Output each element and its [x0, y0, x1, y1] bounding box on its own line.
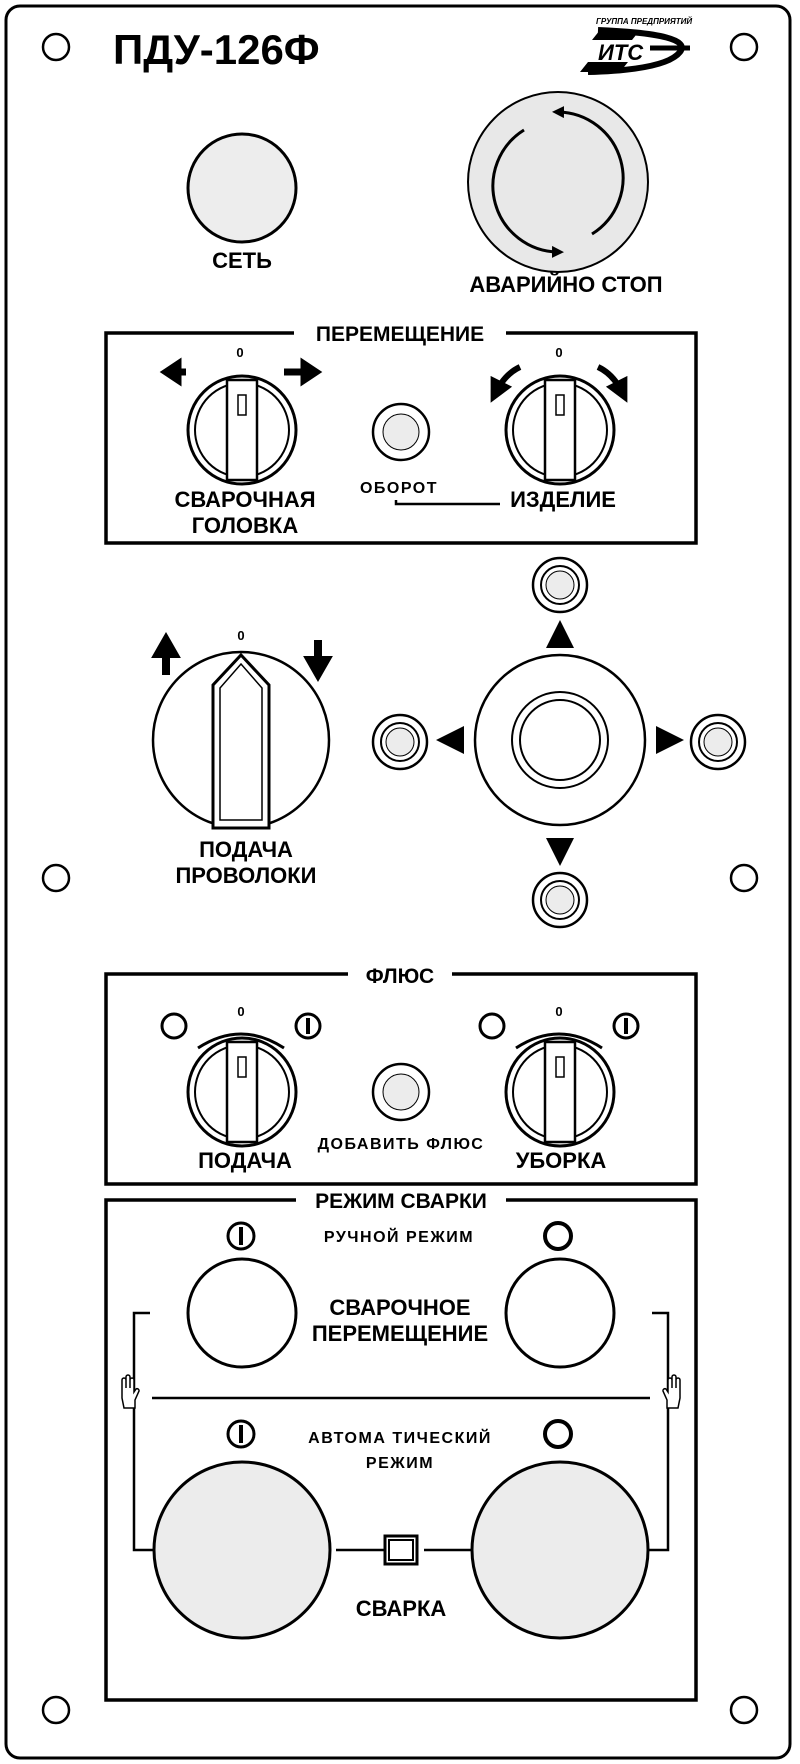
zero-mark: 0 — [555, 345, 562, 360]
zero-mark: 0 — [555, 1004, 562, 1019]
welding-travel-label-1: СВАРОЧНОЕ — [329, 1295, 470, 1320]
up-indicator-lamp — [531, 556, 589, 614]
twist-arrow-icon — [491, 128, 564, 258]
welding-mode-section: РЕЖИМ СВАРКИ РУЧНОЙ РЕЖИМ СВАРОЧНОЕ ПЕРЕ… — [104, 1186, 698, 1702]
arrow-up-icon — [151, 631, 181, 675]
panel-border — [4, 4, 792, 1760]
right-indicator-lamp — [689, 713, 747, 771]
wire-feed-label-1: ПОДАЧА — [199, 837, 293, 862]
add-flux-label: ДОБАВИТЬ ФЛЮС — [318, 1136, 485, 1153]
flux-title: ФЛЮС — [366, 965, 434, 988]
connector-line — [132, 1311, 160, 1552]
wire-feed-selector[interactable] — [151, 650, 331, 830]
workpiece-label: ИЗДЕЛИЕ — [510, 487, 616, 512]
twist-arrow-icon — [552, 106, 625, 236]
triangle-up-icon — [546, 620, 574, 648]
travel-stop-button[interactable] — [504, 1257, 616, 1369]
power-label: СЕТЬ — [212, 248, 272, 273]
weld-label: СВАРКА — [356, 1596, 447, 1621]
zero-mark: 0 — [237, 1004, 244, 1019]
add-flux-lamp — [371, 1062, 431, 1122]
on-symbol-icon — [294, 1012, 322, 1040]
rotation-lamp — [371, 402, 431, 462]
mounting-hole-icon — [41, 863, 71, 893]
mounting-hole-icon — [729, 32, 759, 62]
logo-tagline: ГРУППА ПРЕДПРИЯТИЙ — [596, 17, 692, 26]
mounting-hole-icon — [729, 1695, 759, 1725]
hand-icon — [121, 1374, 140, 1409]
flux-removal-label: УБОРКА — [516, 1148, 607, 1173]
zero-mark: 0 — [237, 628, 244, 643]
triangle-right-icon — [656, 726, 684, 754]
joystick[interactable] — [473, 653, 647, 827]
arrow-right-icon — [284, 357, 323, 387]
off-symbol-icon — [543, 1221, 573, 1251]
on-symbol-icon — [226, 1419, 256, 1449]
manual-mode-label: РУЧНОЙ РЕЖИМ — [324, 1227, 474, 1246]
selector-arc — [515, 1032, 603, 1050]
flux-feed-label: ПОДАЧА — [198, 1148, 292, 1173]
rotate-right-icon — [596, 364, 628, 403]
connector-line — [640, 1311, 670, 1552]
mounting-hole-icon — [41, 32, 71, 62]
flux-removal-selector[interactable] — [504, 1036, 616, 1148]
arrow-down-icon — [303, 640, 333, 683]
selector-arc — [197, 1032, 285, 1050]
workpiece-rotation-selector[interactable] — [504, 374, 616, 486]
weld-start-button[interactable] — [152, 1460, 332, 1640]
rotate-left-icon — [490, 364, 522, 403]
auto-mode-label-1: АВТОМА ТИЧЕСКИЙ — [308, 1428, 492, 1447]
panel-title: ПДУ-126Ф — [113, 26, 320, 73]
emergency-stop-label: АВАРИЙНО СТОП — [469, 272, 662, 297]
power-lamp — [186, 132, 298, 244]
movement-title: ПЕРЕМЕЩЕНИЕ — [316, 323, 484, 346]
mounting-hole-icon — [41, 1695, 71, 1725]
company-logo: ГРУППА ПРЕДПРИЯТИЙ ИТС — [580, 17, 692, 75]
left-indicator-lamp — [371, 713, 429, 771]
mounting-holes — [41, 32, 759, 1725]
flux-feed-selector[interactable] — [186, 1036, 298, 1148]
movement-section: ПЕРЕМЕЩЕНИЕ 0 СВАРОЧНАЯ ГОЛОВКА ОБОРОТ 0 — [104, 318, 698, 545]
zero-mark: 0 — [236, 345, 243, 360]
down-indicator-lamp — [531, 871, 589, 929]
auto-mode-label-2: РЕЖИМ — [366, 1455, 434, 1472]
mounting-hole-icon — [729, 863, 759, 893]
on-symbol-icon — [226, 1221, 256, 1251]
off-symbol-icon — [543, 1419, 573, 1449]
travel-start-button[interactable] — [186, 1257, 298, 1369]
weld-indicator-icon — [383, 1534, 419, 1566]
flux-section: ФЛЮС 0 ПОДАЧА ДОБАВИТЬ ФЛЮС 0 — [104, 960, 698, 1186]
welding-head-label-1: СВАРОЧНАЯ — [174, 487, 315, 512]
connector-line — [394, 500, 500, 506]
on-symbol-icon — [612, 1012, 640, 1040]
off-symbol-icon — [478, 1012, 506, 1040]
wire-feed-label-2: ПРОВОЛОКИ — [175, 863, 316, 888]
hand-icon — [662, 1374, 681, 1409]
welding-travel-label-2: ПЕРЕМЕЩЕНИЕ — [312, 1321, 488, 1346]
triangle-left-icon — [436, 726, 464, 754]
logo-name: ИТС — [598, 40, 644, 65]
off-symbol-icon — [160, 1012, 188, 1040]
rotation-label: ОБОРОТ — [360, 480, 438, 497]
triangle-down-icon — [546, 838, 574, 866]
weld-stop-button[interactable] — [470, 1460, 650, 1640]
welding-mode-title: РЕЖИМ СВАРКИ — [315, 1190, 487, 1213]
emergency-stop-button[interactable] — [467, 91, 649, 273]
welding-head-label-2: ГОЛОВКА — [192, 513, 299, 538]
welding-head-selector[interactable] — [186, 374, 298, 486]
arrow-left-icon — [159, 357, 186, 387]
